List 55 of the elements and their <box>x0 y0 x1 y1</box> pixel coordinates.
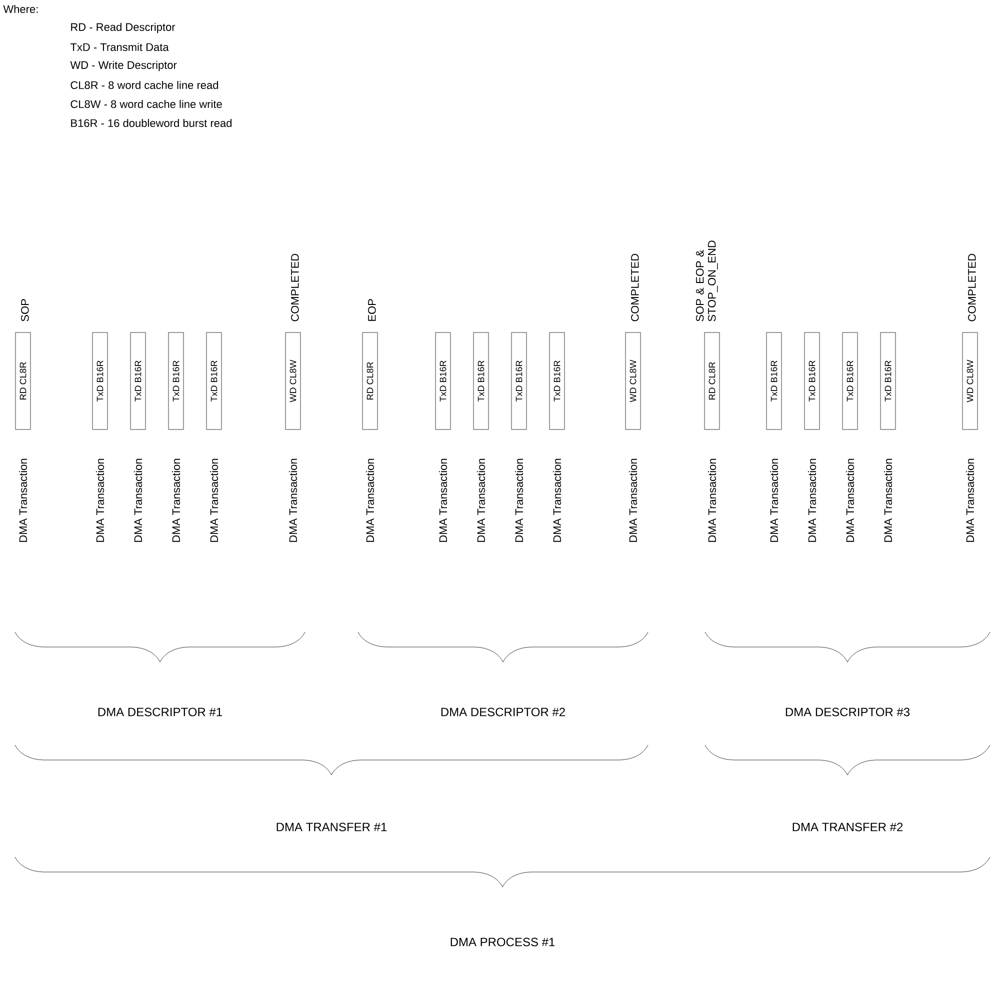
transaction-box: TxD B16R <box>511 332 527 430</box>
transaction-label: DMA Transaction <box>846 458 854 542</box>
group-label: DMA TRANSFER #2 <box>792 822 903 832</box>
transaction-box: TxD B16R <box>473 332 489 430</box>
status-label: COMPLETED <box>631 254 639 322</box>
status-label: EOP <box>368 299 376 321</box>
abbreviation-note: TxD - Transmit Data <box>70 42 169 52</box>
transaction-label: DMA Transaction <box>18 458 28 542</box>
abbreviation-note: CL8W - 8 word cache line write <box>70 100 222 108</box>
transaction-label: DMA Transaction <box>96 458 104 542</box>
transaction-label: DMA Transaction <box>552 458 562 542</box>
transaction-box: TxD B16R <box>804 332 820 430</box>
transaction-box: TxD B16R <box>880 332 896 430</box>
status-label: COMPLETED <box>291 254 299 322</box>
transaction-box: WD CL8W <box>625 332 641 430</box>
transaction-box: TxD B16R <box>435 332 451 430</box>
heading: Where: <box>3 4 38 14</box>
group-label: DMA DESCRIPTOR #1 <box>98 708 222 716</box>
status-label: COMPLETED <box>968 254 976 322</box>
transaction-box: WD CL8W <box>962 332 978 430</box>
transaction-box: TxD B16R <box>130 332 146 430</box>
transaction-label: DMA Transaction <box>476 458 486 542</box>
transaction-label: DMA Transaction <box>708 458 716 542</box>
transaction-label: DMA Transaction <box>210 458 218 542</box>
transaction-label: DMA Transaction <box>884 458 892 542</box>
transaction-box: WD CL8W <box>285 332 301 430</box>
transaction-box: TxD B16R <box>549 332 565 430</box>
transaction-box: TxD B16R <box>206 332 222 430</box>
transaction-box: RD CL8R <box>15 332 31 430</box>
group-label: DMA DESCRIPTOR #2 <box>441 708 565 716</box>
transaction-box: TxD B16R <box>92 332 108 430</box>
transaction-box: RD CL8R <box>704 332 720 430</box>
group-label: DMA TRANSFER #1 <box>276 822 387 832</box>
transaction-box: TxD B16R <box>842 332 858 430</box>
transaction-label: DMA Transaction <box>514 458 524 542</box>
transaction-label: DMA Transaction <box>770 458 778 542</box>
abbreviation-note: B16R - 16 doubleword burst read <box>71 118 232 128</box>
transaction-label: DMA Transaction <box>288 458 298 542</box>
transaction-label: DMA Transaction <box>134 458 142 542</box>
transaction-box: TxD B16R <box>766 332 782 430</box>
status-label: SOP & EOP & STOP_ON_END <box>696 240 718 322</box>
transaction-label: DMA Transaction <box>966 458 974 542</box>
transaction-label: DMA Transaction <box>438 458 448 542</box>
abbreviation-note: CL8R - 8 word cache line read <box>70 80 218 90</box>
transaction-label: DMA Transaction <box>172 458 180 542</box>
transaction-label: DMA Transaction <box>808 458 816 542</box>
status-label: SOP <box>21 299 29 322</box>
abbreviation-note: WD - Write Descriptor <box>70 60 177 72</box>
transaction-label: DMA Transaction <box>366 458 374 542</box>
group-label: DMA DESCRIPTOR #3 <box>786 708 910 716</box>
group-label: DMA PROCESS #1 <box>450 938 555 946</box>
transaction-label: DMA Transaction <box>628 458 638 542</box>
transaction-box: TxD B16R <box>168 332 184 430</box>
transaction-box: RD CL8R <box>362 332 378 430</box>
abbreviation-note: RD - Read Descriptor <box>71 22 176 34</box>
